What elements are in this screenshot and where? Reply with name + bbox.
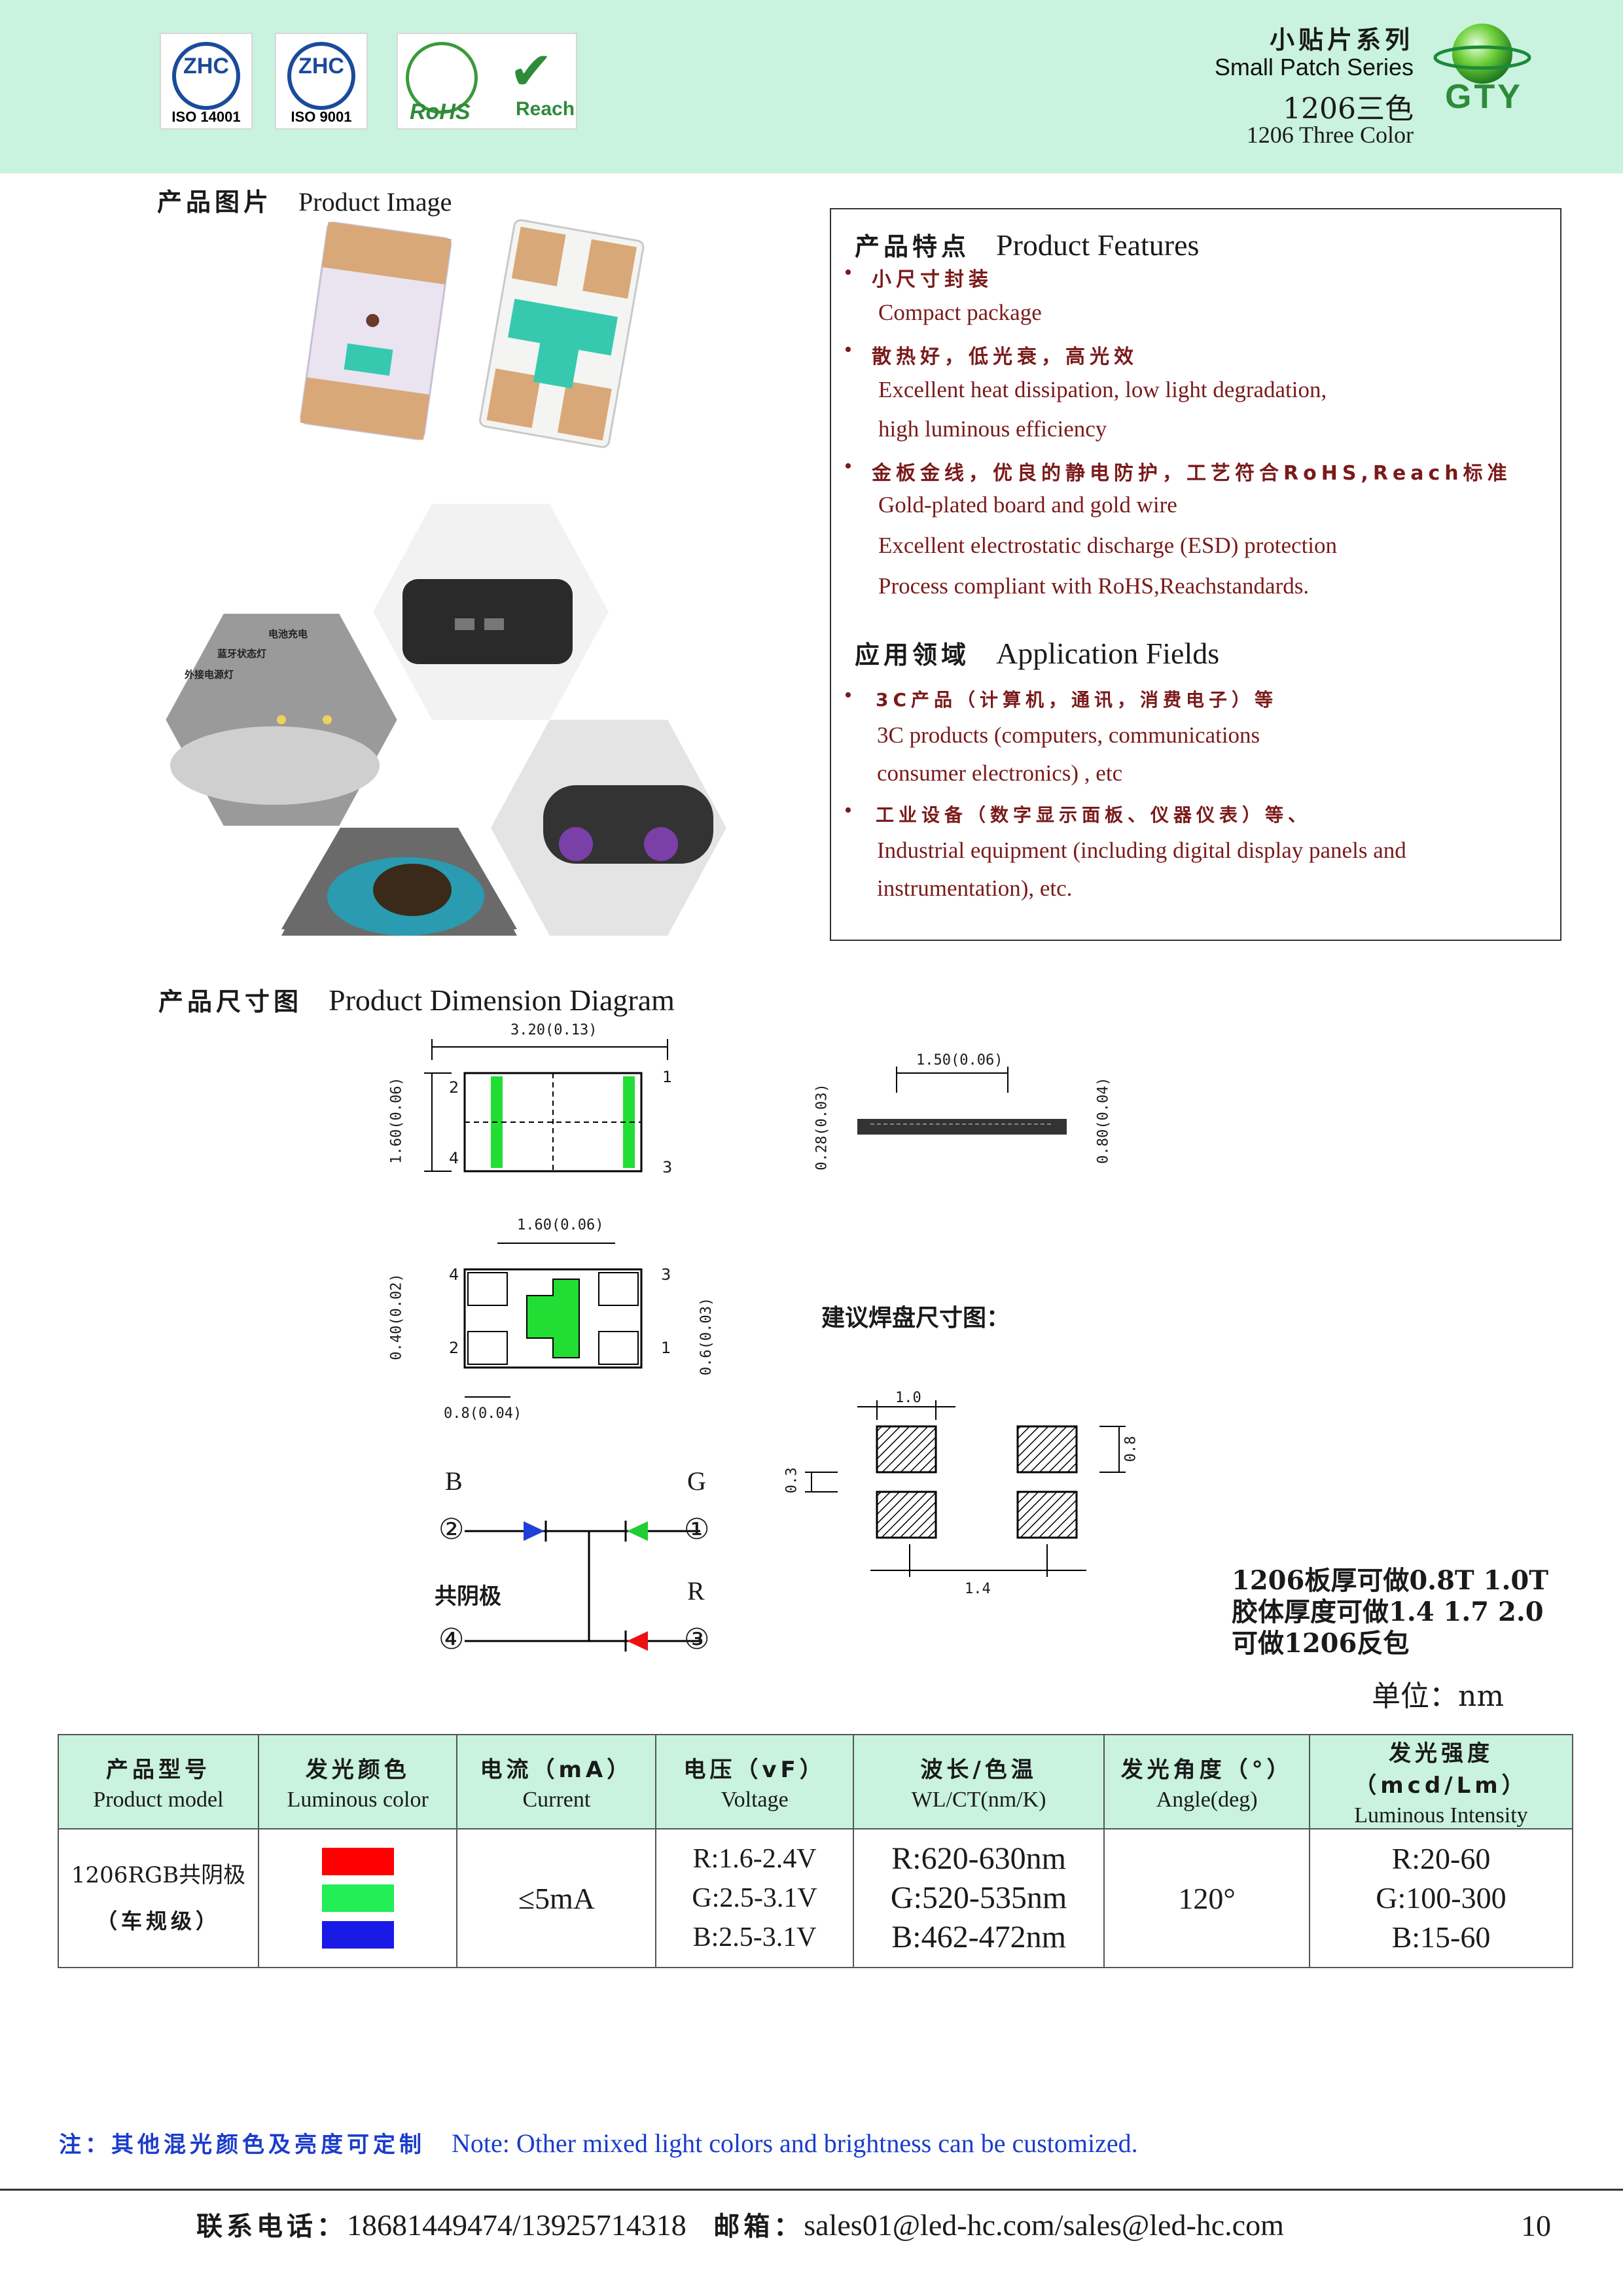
th-current: 电流（mA）Current [456, 1734, 657, 1829]
model-en: 1206 Three Color [1246, 122, 1414, 148]
contact-info: 联系电话：18681449474/13925714318 邮箱：sales01@… [196, 2208, 1284, 2242]
page-number: 10 [1521, 2209, 1551, 2242]
series-en: Small Patch Series [1214, 54, 1414, 80]
header-band: ZHC ISO 14001 ZHC ISO 9001 RoHS ✔ Reach … [0, 0, 1623, 173]
cell-angle: 120° [1103, 1828, 1310, 1968]
bottom-view-drawing: 1.60(0.06) 0.40(0.02) 0.6(0.03) 0.8(0.04… [388, 1217, 715, 1422]
model-cn: 1206三色 [1283, 92, 1414, 126]
customization-note: 注：其他混光颜色及亮度可定制 Note: Other mixed light c… [59, 2128, 1138, 2158]
blue-swatch [321, 1921, 394, 1949]
rohs-reach-logo: RoHS ✔ Reach [397, 33, 577, 130]
iso9001-logo: ZHC ISO 9001 [275, 33, 368, 130]
unit-label: 单位：nm [1372, 1680, 1505, 1713]
iso14001-logo: ZHC ISO 14001 [160, 33, 253, 130]
cell-model: 1206RGB共阴极 （车规级） [58, 1828, 259, 1968]
pad-title: 建议焊盘尺寸图： [821, 1305, 1010, 1332]
application-photos: 电池充电 蓝牙状态灯 外接电源灯 [157, 504, 740, 936]
gty-logo: GTY [1433, 20, 1531, 118]
cell-current: ≤5mA [456, 1828, 657, 1968]
led-photo [288, 216, 654, 451]
series-cn: 小贴片系列 [1269, 26, 1414, 54]
dimension-notes: 1206板厚可做0.8T 1.0T 胶体厚度可做1.4 1.7 2.0 可做12… [1232, 1565, 1548, 1659]
th-intensity: 发光强度（mcd/Lm）Luminous Intensity [1308, 1734, 1574, 1829]
th-voltage: 电压（vF）Voltage [655, 1734, 854, 1829]
green-swatch [321, 1884, 394, 1912]
top-view-drawing: 3.20(0.13) 1.60(0.06) 2 4 1 3 [388, 1022, 673, 1176]
footer-divider [0, 2189, 1623, 2191]
side-view-drawing: 1.50(0.06) 0.28(0.03) 0.80(0.04) [813, 1052, 1112, 1171]
circuit-diagram: B G R 共阴极 ② ① ④ ③ [435, 1466, 710, 1656]
th-angle: 发光角度（°）Angle(deg) [1103, 1734, 1310, 1829]
pad-drawing: 1.0 0.3 0.8 1.4 [783, 1390, 1139, 1597]
red-swatch [321, 1848, 394, 1875]
cell-color [257, 1828, 458, 1968]
